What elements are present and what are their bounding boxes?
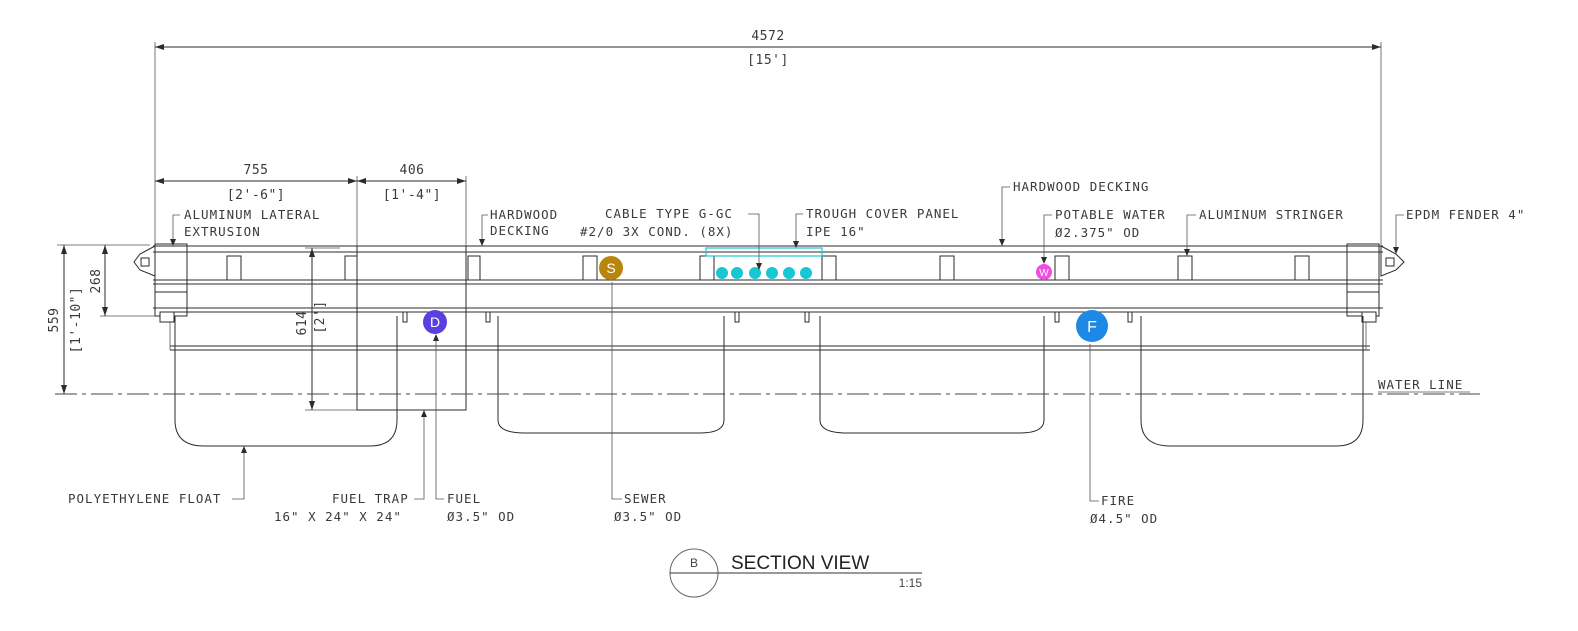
trap-width-mm: 406: [400, 163, 425, 178]
potable-water-pipe: [1036, 264, 1052, 280]
aluminum-lateral-label-2: EXTRUSION: [184, 224, 261, 239]
trap-depth-ft: [2']: [313, 300, 328, 333]
sewer-label: SEWER: [624, 491, 667, 506]
water-line: WATER LINE: [55, 377, 1480, 395]
cable-trough: [705, 247, 823, 279]
hardwood-decking-left-label-2: DECKING: [490, 223, 550, 238]
potable-water-spec-label: Ø2.375" OD: [1055, 225, 1140, 240]
polyethylene-float-label: POLYETHYLENE FLOAT: [68, 491, 221, 506]
deck-height-mm: 268: [89, 269, 104, 294]
trap-depth-mm: 614: [295, 311, 310, 336]
vertical-dimensions: 268 559 [1'-10"] 614 [2']: [47, 244, 357, 411]
utility-pipes: S W D F: [423, 256, 1108, 342]
cable-spec-label: #2/0 3X COND. (8X): [580, 224, 733, 239]
left-section-mm: 755: [244, 163, 269, 178]
water-line-label: WATER LINE: [1378, 377, 1463, 392]
cable-conductor: [783, 267, 795, 279]
sewer-pipe: [599, 256, 623, 280]
fuel-spec-label: Ø3.5" OD: [447, 509, 515, 524]
trough-cover-spec-label: IPE 16": [806, 224, 866, 239]
section-dimensions: 755 [2'-6"] 406 [1'-4"]: [155, 163, 467, 410]
dock-structure: [133, 243, 1405, 447]
cable-conductor: [749, 267, 761, 279]
aluminum-lateral-label: ALUMINUM LATERAL: [184, 207, 320, 222]
title-block: B SECTION VIEW 1:15: [669, 548, 923, 598]
water-letter: W: [1039, 268, 1049, 279]
fuel-pipe: [423, 310, 447, 334]
trough-cover-label: TROUGH COVER PANEL: [806, 206, 959, 221]
view-letter: B: [690, 556, 698, 570]
sewer-letter: S: [606, 260, 615, 276]
fire-label: FIRE: [1101, 493, 1135, 508]
cable-conductor: [731, 267, 743, 279]
overall-width-dimension: 4572 [15']: [154, 29, 1382, 245]
total-height-mm: 559: [47, 308, 62, 333]
hardwood-decking-top-label: HARDWOOD DECKING: [1013, 179, 1149, 194]
cable-conductor: [766, 267, 778, 279]
hardwood-decking-left-label: HARDWOOD: [490, 207, 558, 222]
sewer-spec-label: Ø3.5" OD: [614, 509, 682, 524]
cable-conductor: [800, 267, 812, 279]
fire-pipe: [1076, 310, 1108, 342]
cable-conductor: [716, 267, 728, 279]
trap-width-ft: [1'-4"]: [383, 188, 441, 203]
fuel-label: FUEL: [447, 491, 481, 506]
fuel-trap-label: FUEL TRAP: [332, 491, 409, 506]
aluminum-stringer-label: ALUMINUM STRINGER: [1199, 207, 1344, 222]
left-section-ft: [2'-6"]: [227, 188, 285, 203]
view-scale: 1:15: [899, 576, 923, 590]
overall-width-ft: [15']: [747, 53, 789, 68]
overall-width-mm: 4572: [751, 29, 784, 44]
epdm-fender-label: EPDM FENDER 4": [1406, 207, 1525, 222]
fuel-trap-size-label: 16" X 24" X 24": [274, 509, 402, 524]
callouts: ALUMINUM LATERAL EXTRUSION HARDWOOD DECK…: [68, 179, 1525, 526]
fuel-letter: D: [430, 314, 440, 330]
fire-spec-label: Ø4.5" OD: [1090, 511, 1158, 526]
view-title: SECTION VIEW: [731, 553, 869, 574]
cable-type-label: CABLE TYPE G-GC: [605, 206, 733, 221]
fire-letter: F: [1087, 319, 1097, 336]
potable-water-label: POTABLE WATER: [1055, 207, 1166, 222]
total-height-ft: [1'-10"]: [69, 287, 84, 354]
